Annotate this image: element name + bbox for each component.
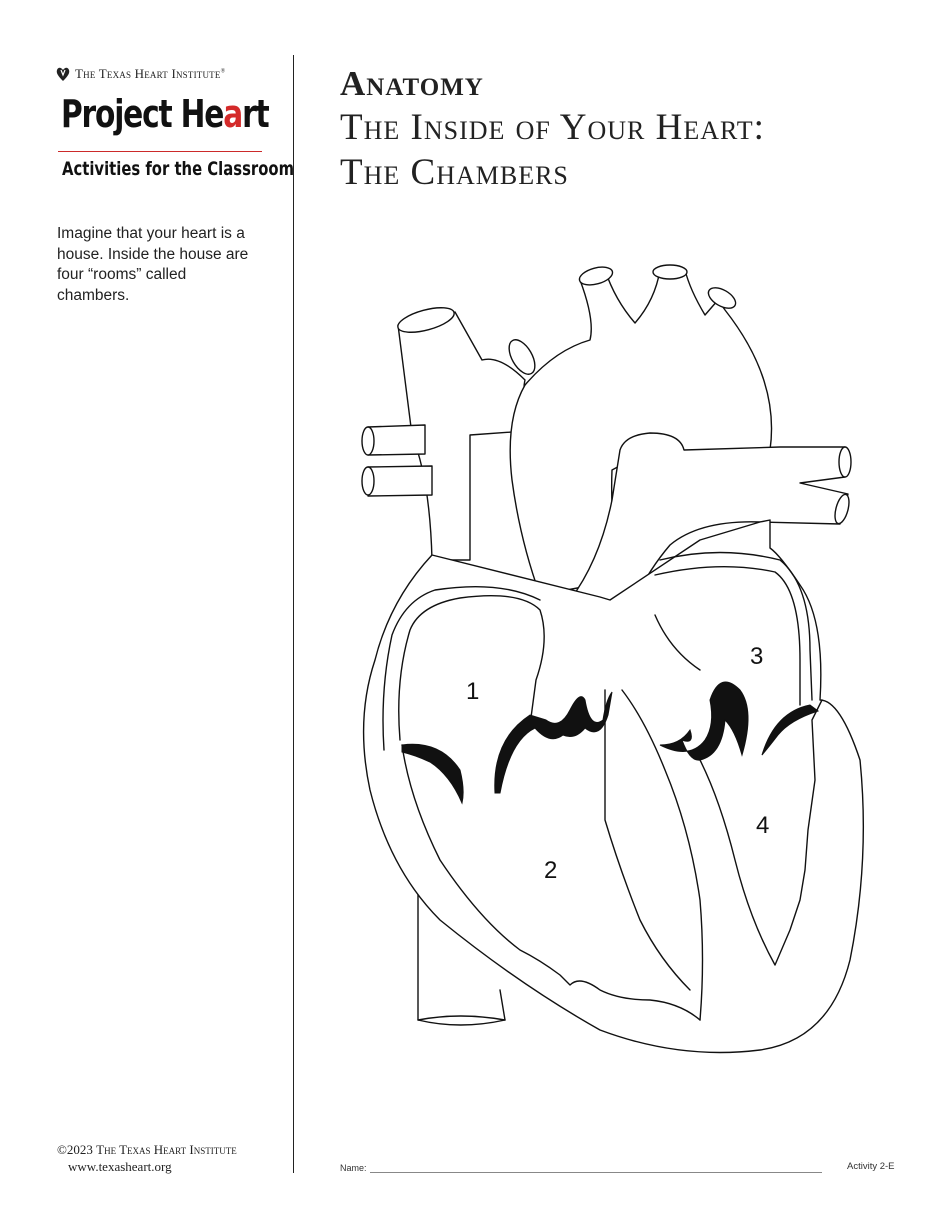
left-atrium-wall: [659, 551, 813, 701]
right-ventricle-wall: [401, 744, 701, 1021]
chamber-label-1: 1: [466, 678, 479, 705]
name-label: Name:: [340, 1163, 367, 1173]
chamber-label-3: 3: [750, 643, 763, 670]
activity-id: Activity 2-E: [847, 1161, 895, 1172]
name-line[interactable]: [369, 1163, 822, 1173]
title-rule: [58, 151, 262, 152]
interventricular-septum: [621, 689, 704, 1021]
mitral-valve-icon: [761, 704, 820, 756]
chamber-label-2: 2: [544, 857, 557, 884]
section-kicker: Anatomy: [340, 64, 484, 103]
institute-brand: The Texas Heart Institute®: [56, 66, 225, 82]
aortic-valve-icon: [659, 681, 749, 761]
copyright: ©2023 The Texas Heart Institute: [57, 1142, 237, 1157]
tricuspid-valve-icon: [401, 743, 464, 805]
left-ventricle-wall: [699, 699, 823, 966]
pulmonary-valve-icon: [494, 691, 613, 794]
website-link[interactable]: www.texasheart.org: [68, 1159, 172, 1174]
intro-text: Imagine that your heart is a house. Insi…: [57, 225, 249, 304]
aorta: [509, 269, 773, 596]
page-title-line-1: The Inside of Your Heart:: [340, 107, 765, 148]
name-field[interactable]: Name:: [340, 1163, 822, 1173]
heart-logo-icon: [56, 67, 70, 81]
pulmonary-vein-upper-left: [367, 424, 426, 456]
chamber-label-4: 4: [756, 812, 769, 839]
program-title: Project Heart: [61, 92, 270, 136]
column-divider: [293, 55, 294, 1173]
institute-name: The Texas Heart Institute®: [75, 66, 226, 81]
pulmonary-vein-lower-left: [367, 465, 433, 497]
page-title-line-2: The Chambers: [340, 152, 569, 193]
program-subtitle: Activities for the Classroom: [62, 158, 295, 180]
right-atrium-wall: [398, 595, 545, 741]
heart-chambers-diagram: 1 2 3 4: [361, 264, 865, 1054]
